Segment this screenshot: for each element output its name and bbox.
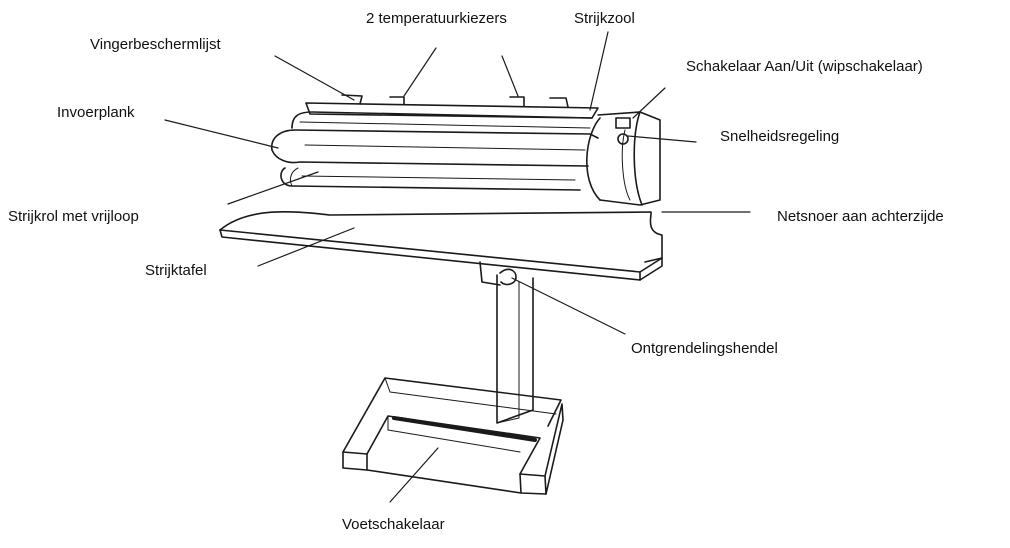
roller-housing <box>270 94 661 206</box>
label-ironing-shoe: Strijkzool <box>574 10 635 27</box>
label-finger-guard: Vingerbeschermlijst <box>90 36 221 53</box>
label-roller: Strijkrol met vrijloop <box>8 208 139 225</box>
leader-ironing-table <box>257 227 355 267</box>
leader-temperature-1 <box>403 47 437 97</box>
label-feed-board: Invoerplank <box>57 104 135 121</box>
stand <box>342 274 564 495</box>
leader-power-switch <box>632 87 666 119</box>
leader-lines <box>164 31 751 503</box>
label-ironing-table: Strijktafel <box>145 262 207 279</box>
label-power-switch: Schakelaar Aan/Uit (wipschakelaar) <box>686 58 923 75</box>
leader-release-lever <box>511 277 626 335</box>
leader-temperature-2 <box>501 55 519 97</box>
leader-roller <box>227 171 319 205</box>
leader-ironing-shoe <box>589 31 609 111</box>
leader-finger-guard <box>274 55 355 101</box>
label-release-lever: Ontgrendelingshendel <box>631 340 778 357</box>
label-power-cord: Netsnoer aan achterzijde <box>777 208 944 225</box>
leader-speed-control <box>627 135 697 143</box>
label-temperature-selectors: 2 temperatuurkiezers <box>366 10 507 27</box>
label-foot-switch: Voetschakelaar <box>342 516 445 533</box>
label-speed-control: Snelheidsregeling <box>720 128 840 145</box>
leader-feed-board <box>164 119 279 149</box>
ironing-table <box>219 211 663 286</box>
leader-foot-switch <box>389 447 439 503</box>
